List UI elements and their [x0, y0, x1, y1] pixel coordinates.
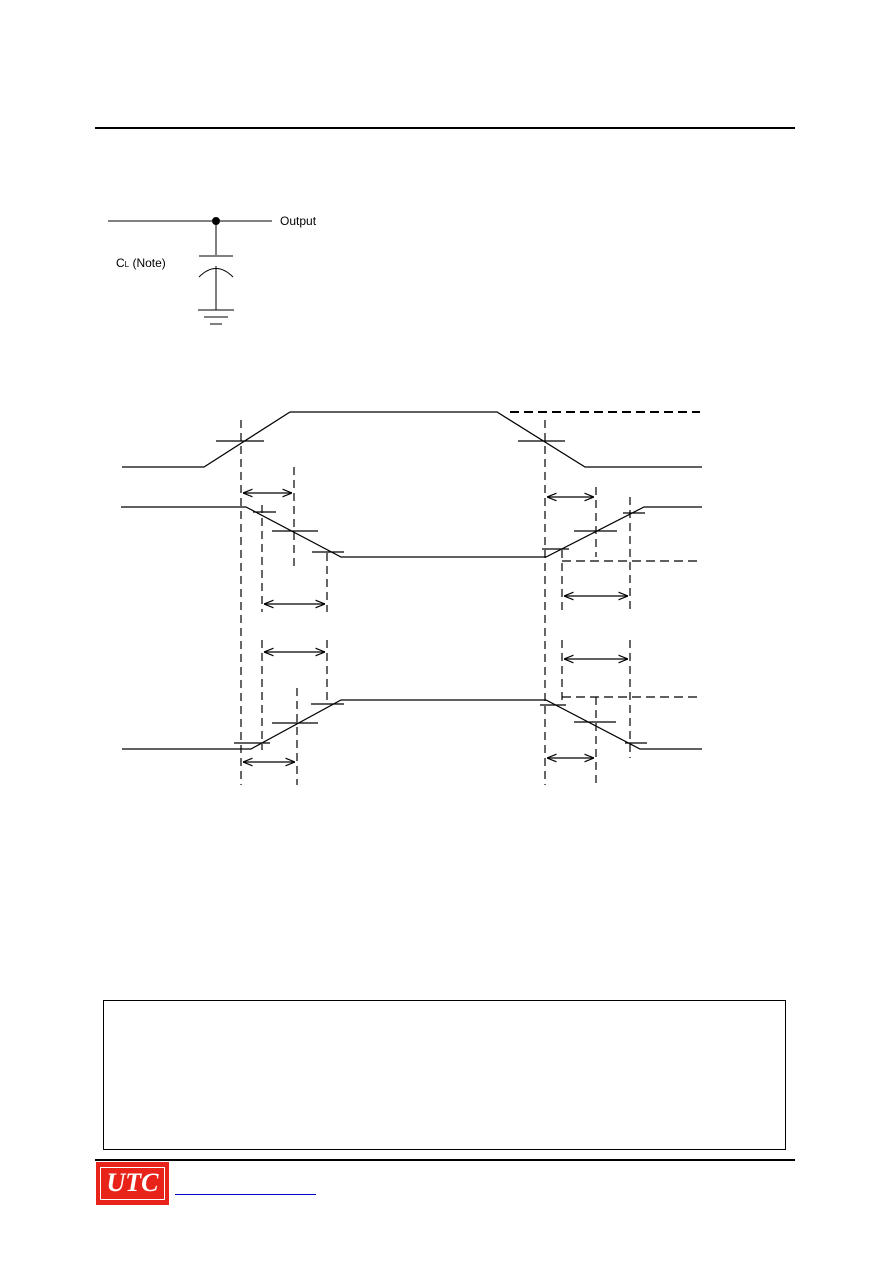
capacitor-label-note: (Note) [129, 256, 166, 270]
header-rule [95, 127, 795, 129]
capacitor-label: CL (Note) [116, 256, 166, 272]
note-box [103, 1000, 786, 1150]
utc-logo: UTC [96, 1162, 169, 1205]
capacitor-label-main: C [116, 256, 125, 270]
input-waveform [122, 411, 702, 468]
utc-logo-text: UTC [100, 1167, 165, 1200]
footer-rule [95, 1159, 795, 1161]
output1-waveform [121, 506, 702, 558]
output-label: Output [280, 214, 317, 228]
capacitor-label-sub: L [124, 260, 130, 269]
output2-waveform [122, 699, 702, 750]
website-link-underline[interactable] [175, 1194, 316, 1195]
